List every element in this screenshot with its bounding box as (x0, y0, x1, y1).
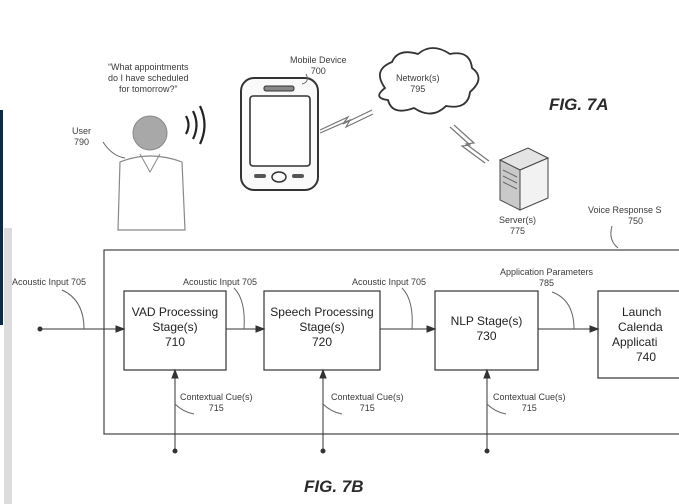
cue-2-ref: 715 (359, 403, 375, 413)
stage-launch-line1: Launch (622, 305, 662, 319)
wireless-link-icon (319, 109, 374, 134)
server-label: Server(s) 775 (499, 215, 536, 237)
network-label: Network(s) 795 (396, 73, 440, 95)
acoustic-input-label-2: Acoustic Input 705 (183, 277, 258, 287)
sound-waves-icon (185, 105, 206, 145)
left-edge-bar (0, 110, 3, 325)
stage-speech-line1: Speech Processing (270, 305, 374, 319)
system-ref: 750 (628, 216, 644, 226)
system-name: Voice Response S (588, 205, 662, 215)
stage-speech-line2: Stage(s) (299, 320, 345, 334)
label-arcs (61, 287, 575, 330)
stage-launch-line2: Calenda (618, 320, 663, 334)
stage-vad-ref: 710 (164, 335, 186, 349)
cue-label-2: Contextual Cue(s) 715 (331, 392, 404, 414)
stage-box-launch (597, 290, 679, 379)
cue-3-text: Contextual Cue(s) (493, 392, 566, 402)
cue-1-ref: 715 (208, 403, 224, 413)
quote-line-1: “What appointments (108, 62, 189, 72)
quote-line-3: for tomorrow?” (119, 84, 178, 94)
stage-speech-ref: 720 (311, 335, 333, 349)
cue-arrows (171, 368, 491, 454)
user-figure (117, 115, 186, 231)
mobile-leader-line (301, 73, 308, 85)
stage-nlp-ref: 730 (476, 329, 497, 343)
cue-1-text: Contextual Cue(s) (180, 392, 253, 402)
quote-line-2: do I have scheduled (108, 73, 189, 83)
app-params-ref: 785 (539, 278, 555, 288)
network-cloud-icon (378, 47, 480, 115)
stage-box-vad (123, 290, 227, 371)
flow-arrows (37, 325, 600, 333)
server-name: Server(s) (499, 215, 537, 225)
stage-label-launch: Launch Calenda Applicati 740 (612, 305, 663, 365)
mobile-ref: 700 (310, 66, 326, 76)
mobile-label: Mobile Device 700 (290, 55, 347, 77)
cue-leader-lines (174, 403, 507, 415)
acoustic-input-label-1: Acoustic Input 705 (12, 277, 87, 287)
user-quote: “What appointments do I have scheduled f… (108, 62, 189, 95)
wireless-link-icon-2 (449, 124, 490, 164)
user-name: User (72, 126, 92, 136)
cue-2-text: Contextual Cue(s) (331, 392, 404, 402)
stage-vad-line1: VAD Processing (131, 305, 219, 319)
stage-label-speech: Speech Processing Stage(s) 720 (264, 305, 380, 350)
fig-7a-title: FIG. 7A (549, 95, 609, 114)
stage-label-nlp: NLP Stage(s) 730 (435, 314, 538, 344)
network-name: Network(s) (396, 73, 440, 83)
stage-label-vad: VAD Processing Stage(s) 710 (124, 305, 226, 350)
acoustic-input-label-3: Acoustic Input 705 (352, 277, 427, 287)
app-params-name: Application Parameters (500, 267, 594, 277)
stage-vad-line2: Stage(s) (152, 320, 198, 334)
user-leader-line (102, 141, 126, 159)
stage-box-nlp (434, 290, 539, 371)
stage-box-speech (263, 290, 381, 371)
voice-response-system-box (103, 249, 679, 435)
app-params-label: Application Parameters 785 (500, 267, 593, 289)
stage-nlp-line1: NLP Stage(s) (450, 314, 523, 328)
stage-launch-line3: Applicati (612, 335, 658, 349)
cue-3-ref: 715 (521, 403, 537, 413)
left-scroll-strip (4, 228, 12, 504)
server-icon (498, 147, 550, 211)
cue-label-1: Contextual Cue(s) 715 (180, 392, 253, 414)
user-label: User 790 (72, 126, 91, 148)
mobile-device-icon (240, 77, 319, 191)
user-ref: 790 (73, 137, 90, 147)
cue-label-3: Contextual Cue(s) 715 (493, 392, 566, 414)
stage-launch-ref: 740 (636, 350, 657, 364)
system-leader-line (610, 225, 619, 249)
server-ref: 775 (509, 226, 526, 236)
network-ref: 795 (410, 84, 426, 94)
mobile-name: Mobile Device (290, 55, 347, 65)
system-label: Voice Response S 750 (588, 205, 662, 227)
fig-7b-title: FIG. 7B (304, 477, 364, 496)
